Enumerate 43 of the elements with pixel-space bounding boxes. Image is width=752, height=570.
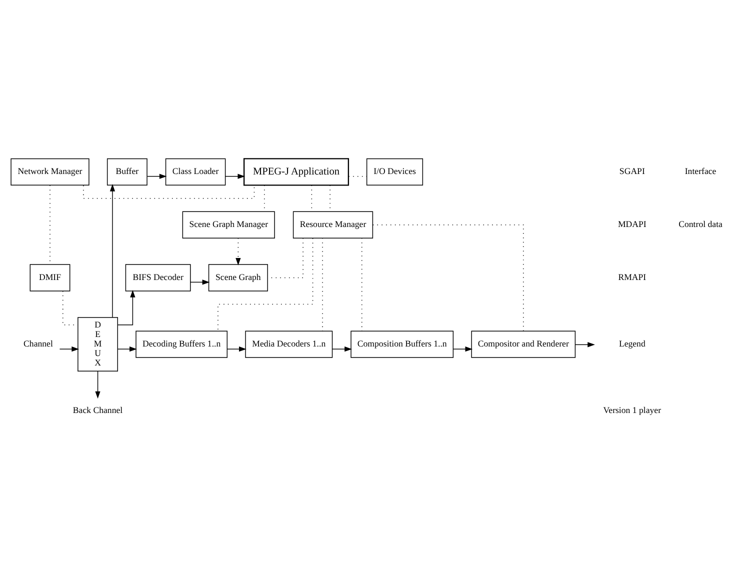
node-box: Network Manager (10, 158, 90, 186)
label: Legend (618, 338, 646, 348)
node-box: Decoding Buffers 1..n (136, 330, 228, 358)
arrow (59, 346, 80, 352)
arrow (225, 173, 246, 178)
node-box: Scene Graph (208, 264, 268, 291)
node-box: DEMUX (78, 316, 118, 371)
node-box: I/O Devices (366, 158, 424, 186)
node-text: Back Channel (72, 404, 123, 415)
arrow (95, 370, 100, 398)
arrow (236, 237, 241, 265)
node-box: Compositor and Renderer (471, 330, 576, 358)
node-text: Channel (24, 338, 53, 348)
node-box: Scene Graph Manager (182, 210, 275, 238)
connector (372, 224, 524, 331)
label: Version 1 player (603, 404, 662, 415)
arrow (227, 346, 246, 352)
arrow (190, 279, 210, 284)
connector (83, 184, 255, 198)
node-box: Resource Manager (292, 210, 374, 238)
node-box: Buffer (106, 158, 148, 186)
node-box: DMIF (30, 264, 70, 291)
label: SGAPI (619, 166, 645, 176)
arrow (117, 290, 136, 325)
connector (218, 237, 314, 331)
label: RMAPI (618, 272, 646, 282)
legend-label: Control data (678, 218, 722, 229)
arrow (453, 346, 473, 352)
node-box: Composition Buffers 1..n (350, 330, 454, 358)
node-box: Class Loader (165, 158, 226, 186)
connector (361, 237, 362, 331)
node-box: MPEG-J Application (243, 158, 350, 186)
label: MDAPI (618, 218, 646, 229)
legend-label: Interface (684, 166, 716, 176)
connector (62, 290, 78, 325)
connector (322, 237, 323, 331)
arrow (146, 173, 167, 178)
arrow (117, 346, 137, 352)
node-box: Media Decoders 1..n (245, 330, 333, 358)
arrow (574, 342, 595, 347)
node-box: BIFS Decoder (125, 264, 191, 291)
arrow (332, 346, 352, 352)
arrow (110, 184, 116, 318)
